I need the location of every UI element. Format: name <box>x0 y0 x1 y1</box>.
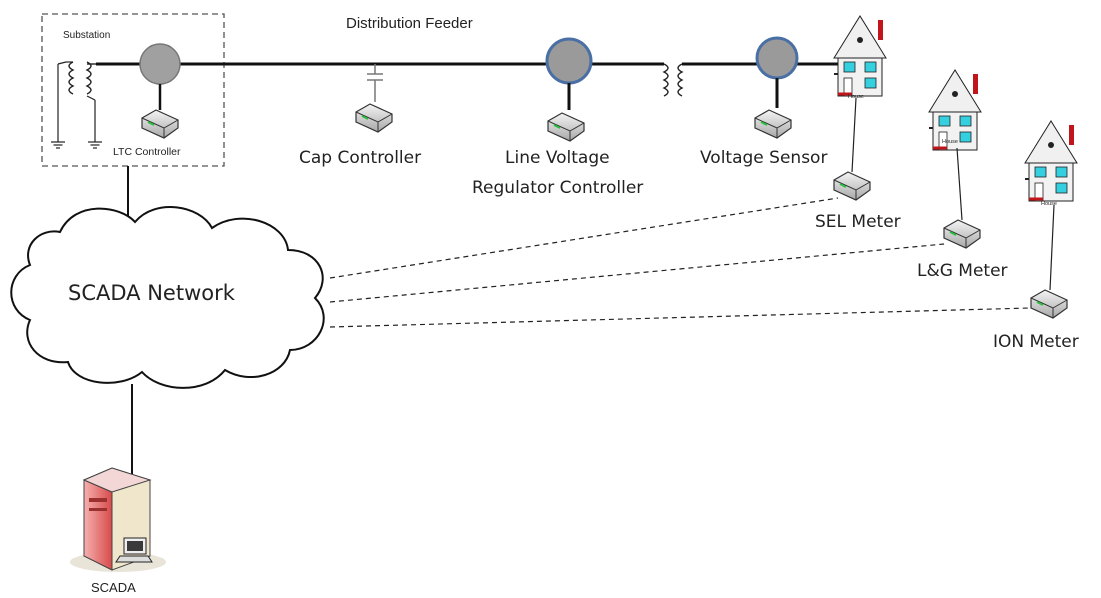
sel-meter-device-icon <box>833 171 871 201</box>
scada-network-label: SCADA Network <box>68 281 236 305</box>
ion-meter-comm-link <box>329 307 1031 328</box>
house-label: House <box>1041 201 1057 207</box>
regulator-controller-label: Regulator Controller <box>472 178 643 198</box>
house-meter-link <box>956 147 963 221</box>
house-meter-link <box>1049 204 1055 291</box>
lg-meter-label: L&G Meter <box>917 261 1008 281</box>
breaker-icon <box>139 43 181 85</box>
capacitor-icon <box>367 64 383 102</box>
ground-icon <box>87 141 103 149</box>
cap-controller-device-icon <box>355 103 393 133</box>
house-icon <box>832 14 888 98</box>
voltage-sensor-label: Voltage Sensor <box>700 148 827 168</box>
feeder-transformer-icon <box>662 63 684 97</box>
house-meter-link <box>851 97 857 173</box>
scada-label: SCADA <box>91 580 136 595</box>
sel-meter-comm-link <box>329 197 839 279</box>
substation-label: Substation <box>63 30 110 41</box>
voltage-sensor-icon <box>755 36 799 80</box>
ion-meter-label: ION Meter <box>993 332 1079 352</box>
ion-meter-device-icon <box>1030 289 1068 319</box>
sel-meter-label: SEL Meter <box>815 212 901 232</box>
lg-meter-comm-link <box>329 243 945 303</box>
house-label: House <box>848 94 864 100</box>
ltc-controller-label: LTC Controller <box>113 146 181 158</box>
cloud-icon <box>10 206 325 389</box>
house-icon <box>927 68 983 152</box>
substation-transformer-icon <box>57 61 96 142</box>
cap-controller-label: Cap Controller <box>299 148 421 168</box>
ltc-controller-device-icon <box>141 109 179 139</box>
ground-icon <box>50 141 66 149</box>
distribution-feeder-label: Distribution Feeder <box>346 15 473 32</box>
voltage-sensor-device-icon <box>754 109 792 139</box>
server-icon <box>70 467 166 572</box>
line-voltage-label: Line Voltage <box>505 148 610 168</box>
regulator-icon <box>545 37 593 85</box>
house-icon <box>1023 119 1079 203</box>
regulator-controller-device-icon <box>547 112 585 142</box>
substation-boundary <box>41 13 225 167</box>
house-label: House <box>942 139 958 145</box>
lg-meter-device-icon <box>943 219 981 249</box>
